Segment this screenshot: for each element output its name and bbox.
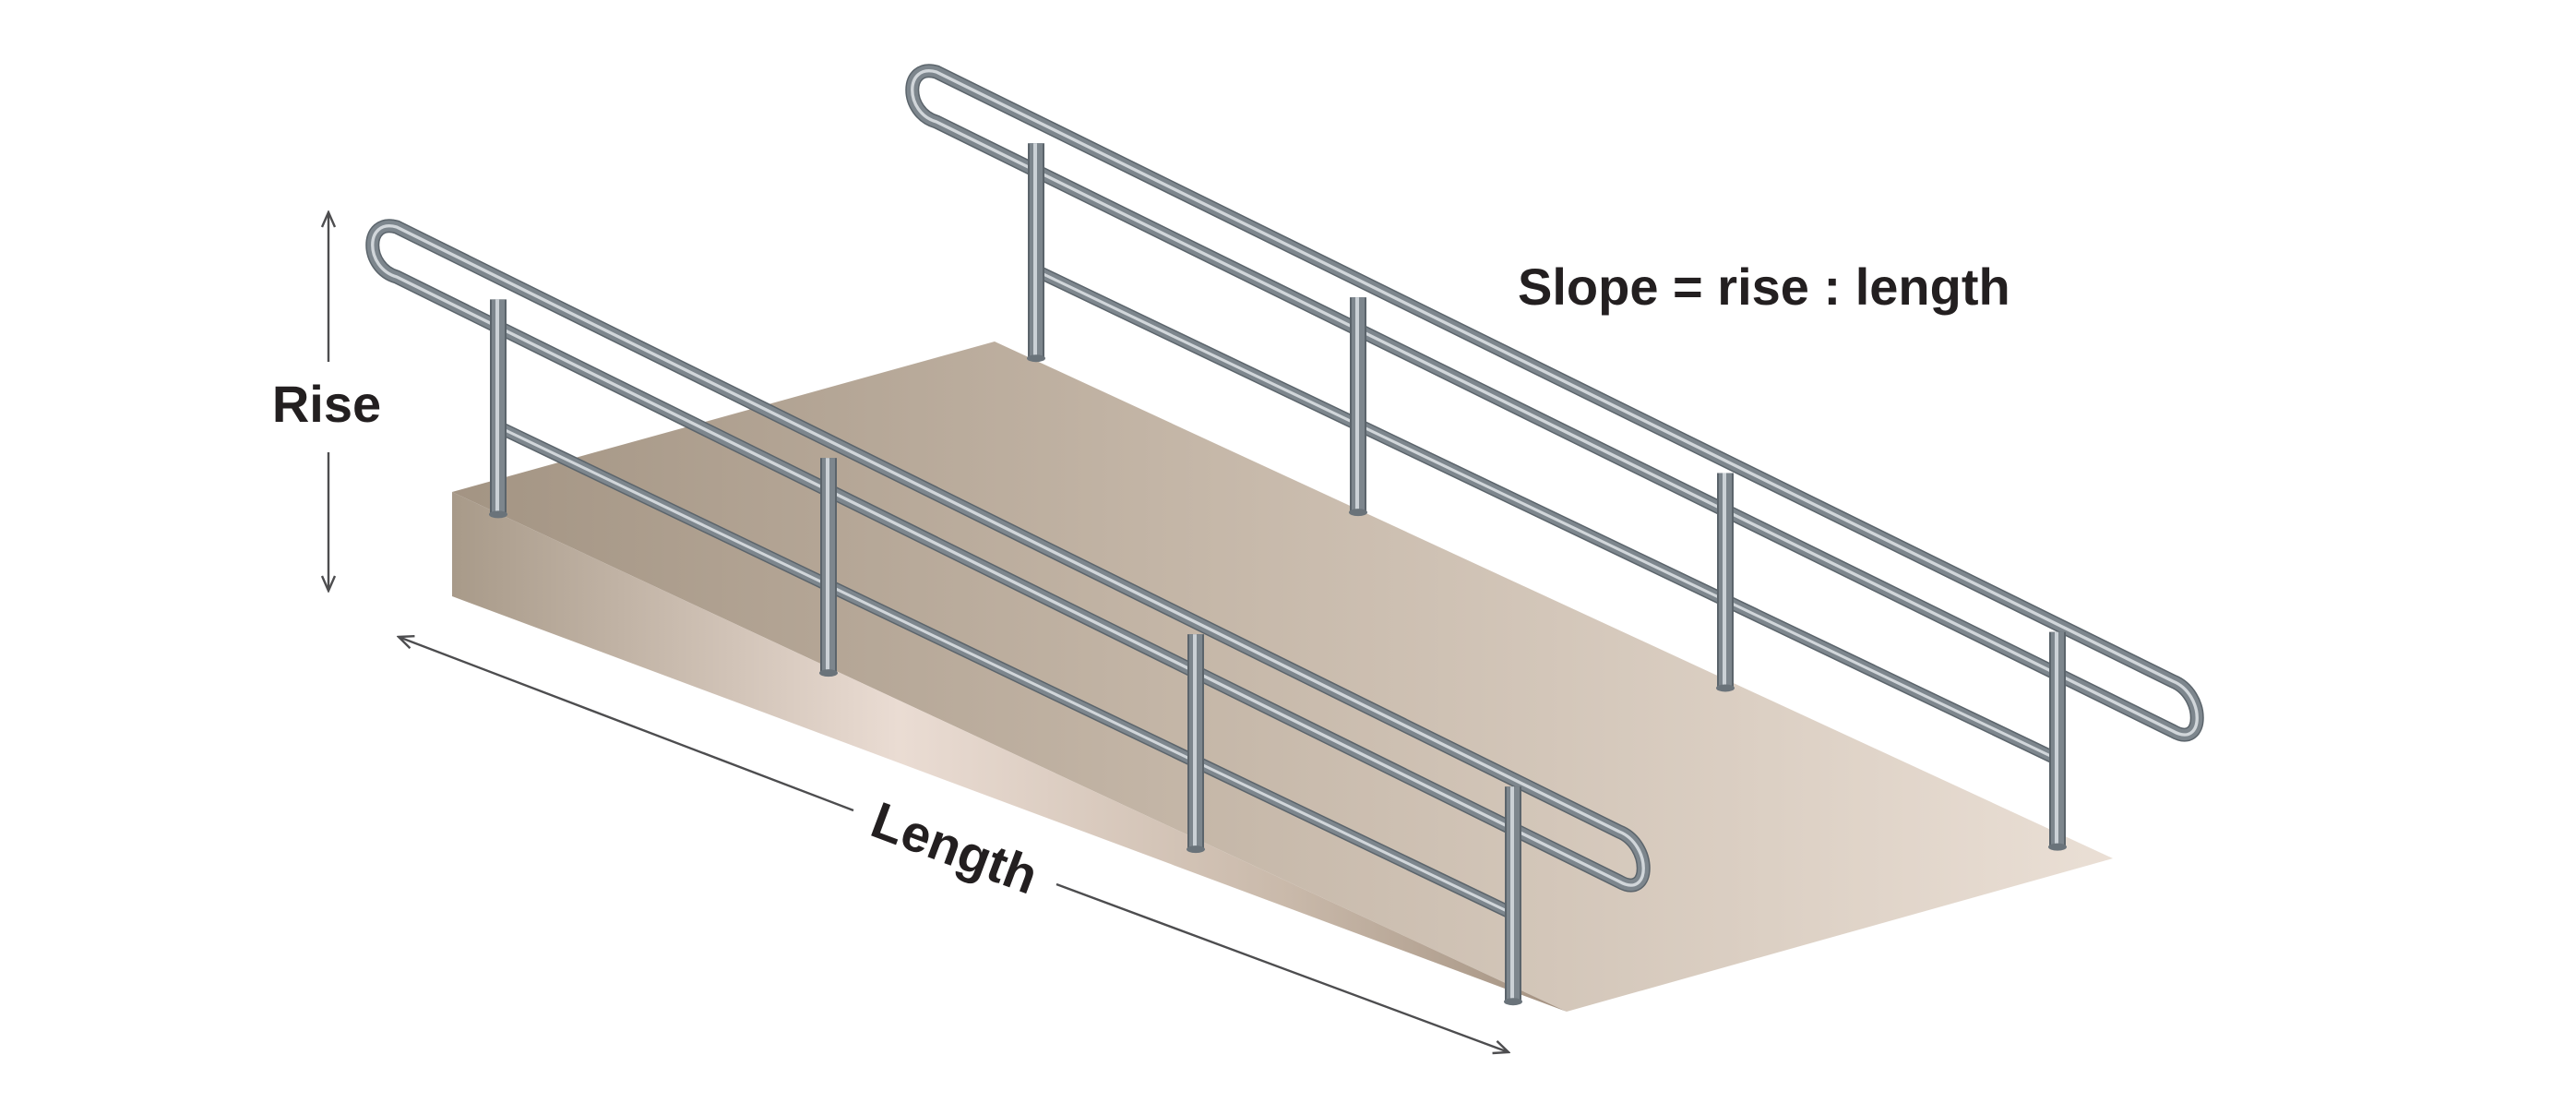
- handrail-loop: [365, 219, 1651, 893]
- rail-post: [1349, 297, 1367, 517]
- ramp-side-face: [452, 492, 1567, 1012]
- rail-post: [2048, 631, 2067, 851]
- rail-post: [819, 458, 838, 677]
- rise-dimension: Rise: [272, 212, 381, 591]
- rail-post: [1504, 786, 1522, 1006]
- front-railing: [365, 219, 1651, 1006]
- rail-post: [489, 299, 507, 519]
- lower-rail: [1030, 264, 2064, 766]
- ramp: [452, 342, 2113, 1012]
- slope-formula: Slope = rise : length: [1518, 258, 2010, 316]
- lower-rail: [492, 420, 1520, 921]
- rail-post: [1187, 634, 1205, 854]
- length-arrow-left: [399, 637, 854, 812]
- rail-post: [1027, 143, 1045, 363]
- length-arrow-right: [1055, 882, 1509, 1052]
- length-label: Length: [864, 790, 1045, 905]
- back-railing: [905, 64, 2204, 851]
- rail-post: [1716, 473, 1735, 692]
- railings: [365, 64, 2204, 1006]
- rise-label: Rise: [272, 375, 381, 433]
- handrail-loop: [905, 64, 2204, 742]
